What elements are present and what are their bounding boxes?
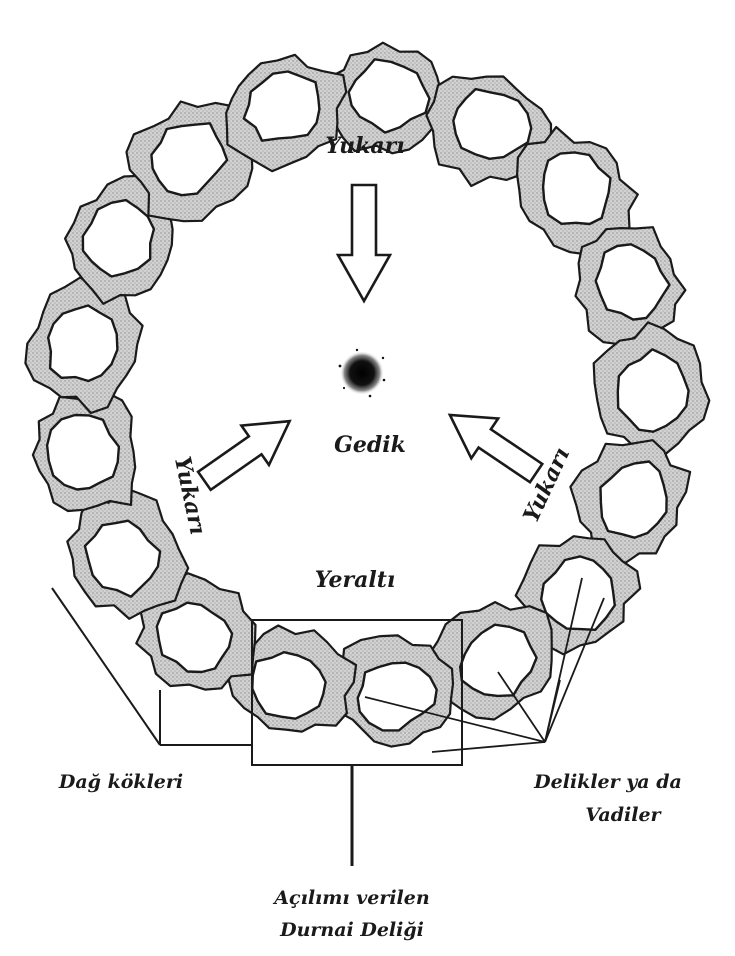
label-expanded-line2: Durnai Deliği [279,919,424,941]
mountain-cell [337,635,454,746]
label-up-top: Yukarı [325,133,404,159]
down-arrow-icon [338,185,390,301]
label-holes-line2: Vadiler [585,804,662,826]
up-right-arrow-icon [191,402,304,501]
label-mountain-roots: Dağ kökleri [58,771,183,793]
central-hole [340,351,384,395]
label-expanded-line1: Açılımı verilen [272,887,429,909]
up-left-arrow-icon [436,395,549,493]
label-underground: Yeraltı [315,567,396,593]
label-gap: Gedik [334,432,406,458]
mountain-cell [25,278,142,414]
mountain-cell [576,227,686,344]
label-holes-line1: Delikler ya da [533,771,682,793]
mountain-cell [33,392,135,511]
